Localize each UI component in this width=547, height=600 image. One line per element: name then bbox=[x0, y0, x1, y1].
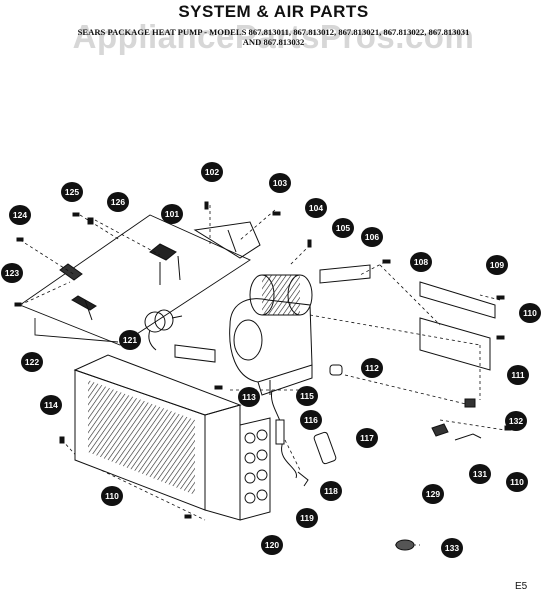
callout-104[interactable]: 104 bbox=[305, 198, 327, 218]
callout-124[interactable]: 124 bbox=[9, 205, 31, 225]
svg-text:112: 112 bbox=[365, 363, 379, 373]
callout-112[interactable]: 112 bbox=[361, 358, 383, 378]
svg-text:125: 125 bbox=[65, 187, 79, 197]
svg-text:115: 115 bbox=[300, 391, 314, 401]
part-132 bbox=[464, 398, 476, 408]
clip-118 bbox=[297, 471, 309, 487]
motor-icon bbox=[144, 309, 183, 351]
callout-109[interactable]: 109 bbox=[486, 255, 508, 275]
svg-text:133: 133 bbox=[445, 543, 459, 553]
callout-labels: 101 102 103 104 105 106 108 109 110 111 … bbox=[1, 162, 541, 558]
callout-117[interactable]: 117 bbox=[356, 428, 378, 448]
callout-110-lower-right[interactable]: 110 bbox=[506, 472, 528, 492]
svg-text:129: 129 bbox=[426, 489, 440, 499]
svg-text:111: 111 bbox=[511, 370, 525, 380]
finned-coil-icon bbox=[73, 354, 271, 521]
svg-text:110: 110 bbox=[105, 491, 119, 501]
callout-132[interactable]: 132 bbox=[505, 411, 527, 431]
callout-108[interactable]: 108 bbox=[410, 252, 432, 272]
callout-110-left[interactable]: 110 bbox=[101, 486, 123, 506]
svg-text:132: 132 bbox=[509, 416, 523, 426]
svg-text:117: 117 bbox=[360, 433, 374, 443]
blower-housing-part bbox=[229, 298, 313, 396]
blower-wheel-icon bbox=[249, 274, 313, 316]
callout-102[interactable]: 102 bbox=[201, 162, 223, 182]
callout-131[interactable]: 131 bbox=[469, 464, 491, 484]
svg-text:121: 121 bbox=[123, 335, 137, 345]
callout-115[interactable]: 115 bbox=[296, 386, 318, 406]
part-131 bbox=[454, 433, 482, 441]
svg-text:116: 116 bbox=[304, 415, 318, 425]
fasteners bbox=[14, 201, 512, 519]
subtitle-line-1: SEARS PACKAGE HEAT PUMP - MODELS 867.813… bbox=[77, 27, 470, 37]
callout-129[interactable]: 129 bbox=[422, 484, 444, 504]
svg-text:118: 118 bbox=[324, 486, 338, 496]
svg-text:110: 110 bbox=[510, 477, 524, 487]
part-133 bbox=[395, 539, 415, 551]
svg-text:108: 108 bbox=[414, 257, 428, 267]
valve-116 bbox=[275, 419, 285, 445]
svg-text:109: 109 bbox=[490, 260, 504, 270]
callout-101[interactable]: 101 bbox=[161, 204, 183, 224]
page-title: SYSTEM & AIR PARTS bbox=[178, 2, 369, 21]
callout-113[interactable]: 113 bbox=[238, 387, 260, 407]
callout-120[interactable]: 120 bbox=[261, 535, 283, 555]
svg-text:120: 120 bbox=[265, 540, 279, 550]
callout-103[interactable]: 103 bbox=[269, 173, 291, 193]
callout-119[interactable]: 119 bbox=[296, 508, 318, 528]
callout-118[interactable]: 118 bbox=[320, 481, 342, 501]
part-112 bbox=[329, 364, 343, 376]
bracket-109 bbox=[419, 281, 496, 319]
callout-110-right[interactable]: 110 bbox=[519, 303, 541, 323]
part-129 bbox=[431, 423, 449, 437]
svg-text:124: 124 bbox=[13, 210, 27, 220]
watermark: AppliancePartsPros.com bbox=[72, 18, 475, 55]
callout-106[interactable]: 106 bbox=[361, 227, 383, 247]
page-id: E5 bbox=[515, 581, 528, 592]
svg-text:101: 101 bbox=[165, 209, 179, 219]
svg-text:110: 110 bbox=[523, 308, 537, 318]
svg-text:103: 103 bbox=[273, 178, 287, 188]
svg-text:106: 106 bbox=[365, 232, 379, 242]
callout-123[interactable]: 123 bbox=[1, 263, 23, 283]
panel-111 bbox=[419, 317, 491, 371]
callout-121[interactable]: 121 bbox=[119, 330, 141, 350]
base-pan-assembly bbox=[19, 214, 251, 346]
callout-125[interactable]: 125 bbox=[61, 182, 83, 202]
svg-text:122: 122 bbox=[25, 357, 39, 367]
callout-126[interactable]: 126 bbox=[107, 192, 129, 212]
svg-text:113: 113 bbox=[242, 392, 256, 402]
svg-text:131: 131 bbox=[473, 469, 487, 479]
bracket-106 bbox=[319, 264, 371, 284]
callout-133[interactable]: 133 bbox=[441, 538, 463, 558]
svg-text:105: 105 bbox=[336, 223, 350, 233]
svg-text:119: 119 bbox=[300, 513, 314, 523]
panel-107 bbox=[174, 344, 216, 363]
svg-text:123: 123 bbox=[5, 268, 19, 278]
callout-116[interactable]: 116 bbox=[300, 410, 322, 430]
callout-105[interactable]: 105 bbox=[332, 218, 354, 238]
callout-111[interactable]: 111 bbox=[507, 365, 529, 385]
svg-text:104: 104 bbox=[309, 203, 323, 213]
callout-114[interactable]: 114 bbox=[40, 395, 62, 415]
refrigerant-tube bbox=[270, 389, 297, 479]
subtitle-line-2: AND 867.813032 bbox=[242, 37, 305, 47]
callout-122[interactable]: 122 bbox=[21, 352, 43, 372]
svg-text:102: 102 bbox=[205, 167, 219, 177]
duct-cover-part bbox=[193, 221, 261, 259]
svg-text:114: 114 bbox=[44, 400, 58, 410]
filter-drier bbox=[313, 431, 337, 465]
svg-text:126: 126 bbox=[111, 197, 125, 207]
